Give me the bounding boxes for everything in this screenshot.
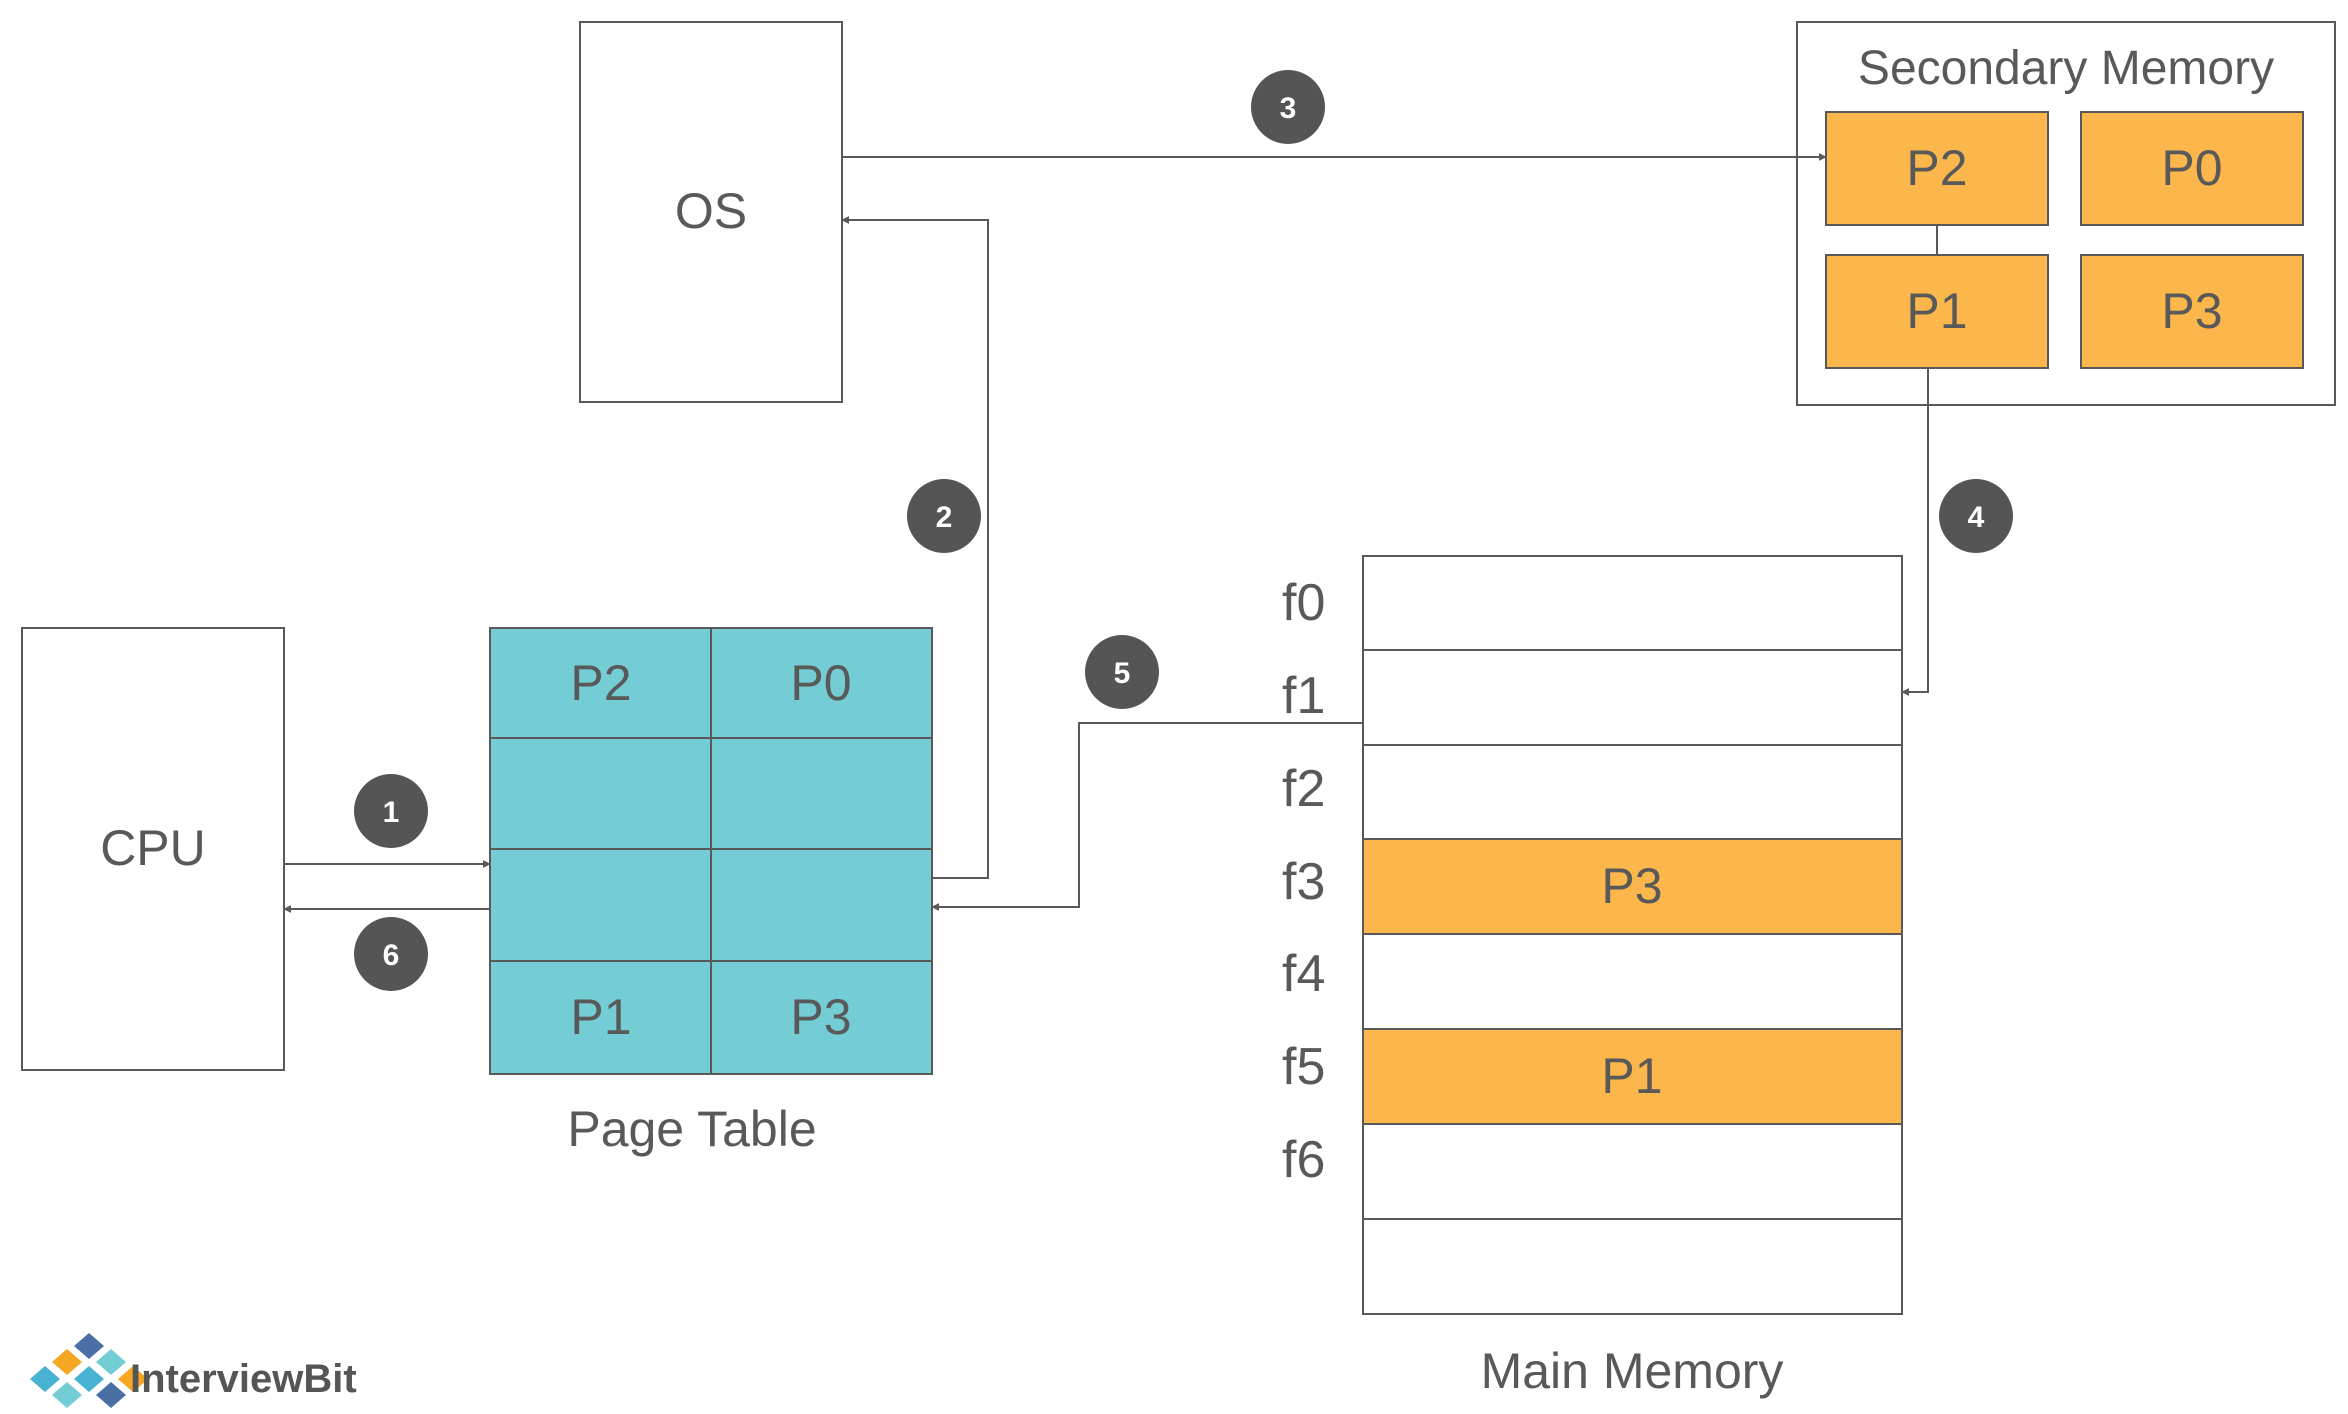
main-memory-caption: Main Memory [1481,1343,1784,1399]
secondary-memory: Secondary Memory P2 P0 P1 P3 [1796,21,2336,406]
frame-label: f6 [1282,1131,1325,1189]
frame-label: f5 [1282,1038,1325,1096]
main-memory-frame-label: P3 [1601,858,1662,914]
step-badge: 2 [907,479,981,553]
cpu-box: CPU [21,627,285,1071]
secondary-page-block [2080,254,2304,369]
page-table-cell: P2 [570,655,631,711]
page-table-caption: Page Table [567,1101,816,1157]
secondary-page-label: P0 [2161,140,2222,196]
frame-label: f1 [1282,667,1325,725]
step-badge: 5 [1085,635,1159,709]
frame-label: f2 [1282,760,1325,818]
secondary-memory-title: Secondary Memory [1858,42,2274,95]
os-box: OS [579,21,843,403]
main-memory-frame-filled [1362,838,1903,935]
page-table-cell: P1 [570,989,631,1045]
step-number: 1 [383,796,400,829]
secondary-page-label: P3 [2161,283,2222,339]
page-table-cell: P3 [790,989,851,1045]
step-number: 4 [1968,501,1985,534]
os-label: OS [675,183,747,239]
main-memory-frame-filled [1362,1028,1903,1125]
main-memory: P3 P1 Main Memory [1362,555,1903,1399]
page-table: P2 P0 P1 P3 Page Table [489,627,933,1157]
step-number: 5 [1114,657,1131,690]
secondary-page-block [1825,111,2049,226]
frame-label: f0 [1282,574,1325,632]
frame-labels: f0 f1 f2 f3 f4 f5 f6 [1282,574,1325,1189]
frame-label: f3 [1282,853,1325,911]
arrow-step-2 [841,216,989,879]
arrow-step-5 [931,722,1363,911]
interviewbit-logo: InterviewBit [30,1333,357,1408]
secondary-page-label: P2 [1906,140,1967,196]
step-number: 3 [1280,92,1297,125]
secondary-page-block [1825,254,2049,369]
page-table-cell: P0 [790,655,851,711]
step-number: 2 [936,501,953,534]
secondary-page-block [2080,111,2304,226]
step-badge: 1 [354,774,428,848]
step-number: 6 [383,939,400,972]
main-memory-frame-label: P1 [1601,1048,1662,1104]
secondary-page-label: P1 [1906,283,1967,339]
logo-mark-icon [30,1333,148,1408]
cpu-label: CPU [100,820,206,876]
step-badge: 3 [1251,70,1325,144]
step-badge: 4 [1939,479,2013,553]
brand-name: InterviewBit [130,1357,357,1401]
flow-arrows [283,153,1929,913]
step-badge: 6 [354,917,428,991]
arrow-step-4 [1901,368,1929,696]
frame-label: f4 [1282,945,1325,1003]
